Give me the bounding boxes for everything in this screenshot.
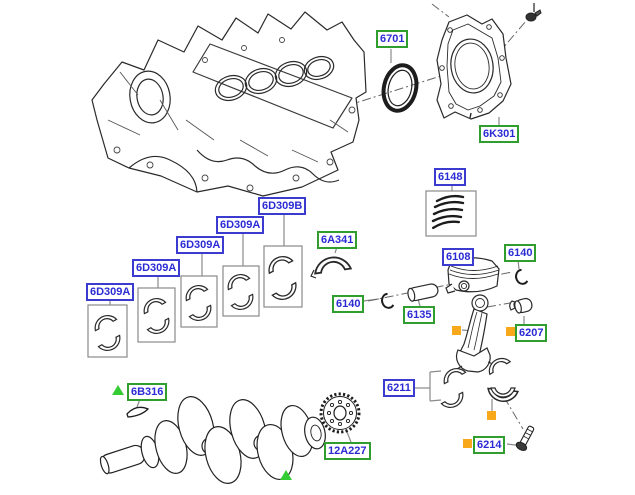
square-marker-icon <box>506 327 515 336</box>
crankshaft-drawing <box>99 396 326 484</box>
callout-6d309a-1[interactable]: 6D309A <box>216 216 265 234</box>
trigger-wheel-drawing <box>319 392 361 434</box>
rod-bushing-drawing <box>509 297 533 314</box>
callout-6148[interactable]: 6148 <box>434 168 467 186</box>
square-marker-icon <box>487 411 496 420</box>
main-bearing-sets-drawing <box>87 245 303 358</box>
callout-12a227[interactable]: 12A227 <box>324 442 371 460</box>
piston-ring-set-drawing <box>425 190 477 237</box>
callout-6207[interactable]: 6207 <box>515 324 548 342</box>
callout-6d309b[interactable]: 6D309B <box>258 197 307 215</box>
thrust-washer-drawing <box>310 254 352 279</box>
rear-main-seal-drawing <box>381 63 419 113</box>
callout-6d309a-4[interactable]: 6D309A <box>86 283 135 301</box>
rod-bearing-shells-drawing <box>439 363 468 413</box>
callout-6701[interactable]: 6701 <box>376 30 409 48</box>
rod-bolt-drawing <box>515 425 535 451</box>
engine-block-drawing <box>91 11 367 197</box>
connecting-rod-drawing <box>455 294 494 373</box>
triangle-marker-icon <box>280 470 292 480</box>
piston-pin-drawing <box>407 283 439 302</box>
leader-lines <box>109 49 525 470</box>
callout-6b316[interactable]: 6B316 <box>127 383 168 401</box>
callout-6d309a-2[interactable]: 6D309A <box>176 236 225 254</box>
pin-clip-drawing <box>381 268 529 309</box>
callout-6140-right[interactable]: 6140 <box>504 244 537 262</box>
seal-retainer-plate-drawing <box>436 14 512 120</box>
triangle-marker-icon <box>112 385 124 395</box>
callout-6140-left[interactable]: 6140 <box>332 295 365 313</box>
callout-6108[interactable]: 6108 <box>442 248 475 266</box>
callout-6135[interactable]: 6135 <box>403 306 436 324</box>
callout-6211[interactable]: 6211 <box>383 379 415 397</box>
callout-6214[interactable]: 6214 <box>473 436 506 454</box>
callout-6a341[interactable]: 6A341 <box>317 231 358 249</box>
callout-6k301[interactable]: 6K301 <box>479 125 520 143</box>
square-marker-icon <box>452 326 461 335</box>
retainer-bolt-drawing <box>525 3 542 22</box>
crank-key-drawing <box>126 406 150 418</box>
callout-6d309a-3[interactable]: 6D309A <box>132 259 181 277</box>
square-marker-icon <box>463 439 472 448</box>
